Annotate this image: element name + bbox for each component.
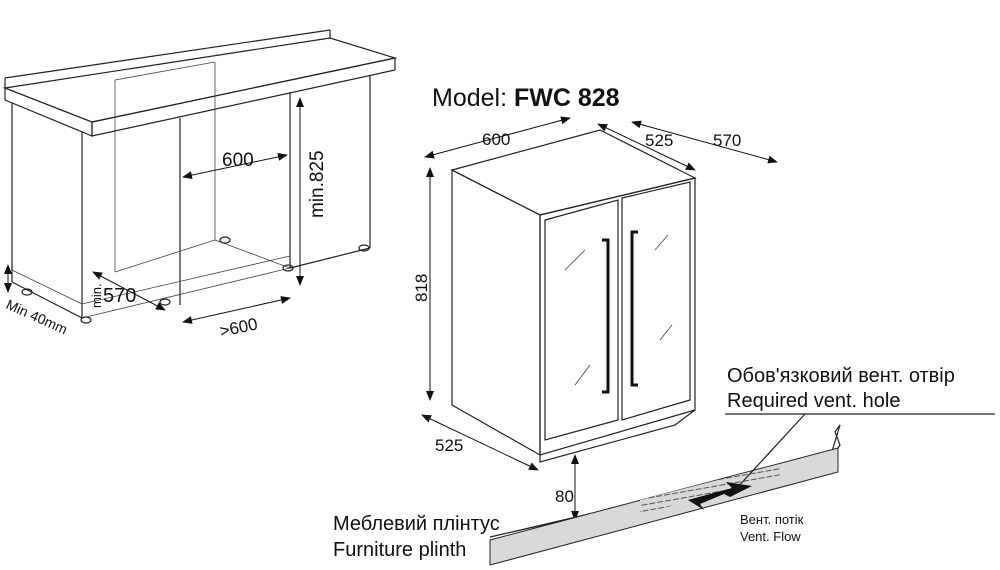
plinth-label-en: Furniture plinth	[333, 539, 466, 561]
plinth-height-label: 80	[555, 487, 574, 506]
vent-flow-label-uk: Вент. потік	[740, 512, 804, 527]
vent-grille	[640, 464, 780, 514]
niche-width-label: 600	[222, 150, 254, 171]
furniture-plinth	[489, 424, 841, 566]
appliance-width-label: 600	[482, 130, 510, 149]
cabinet-feet	[21, 236, 370, 324]
kitchen-cabinet-niche	[2, 29, 398, 324]
vent-hole-label-uk: Обов'язковий вент. отвір	[727, 365, 955, 387]
niche-depth-label: 570	[103, 285, 136, 307]
appliance-total-depth-label: 570	[713, 131, 741, 150]
floor-clearance-label: Min 40mm	[4, 296, 70, 337]
left-door-handle	[602, 238, 610, 394]
appliance-body-depth-label: 525	[645, 131, 673, 150]
vent-hole-label-en: Required vent. hole	[727, 390, 900, 412]
left-door	[544, 199, 619, 441]
right-door	[621, 181, 691, 421]
vent-flow-label-en: Vent. Flow	[740, 529, 801, 544]
niche-side-gap-label: >600	[218, 314, 259, 341]
appliance-height-label: 818	[412, 274, 431, 302]
model-title: Model: FWC 828	[432, 84, 620, 112]
appliance-bottom-depth-label: 525	[435, 436, 463, 455]
niche-depth-prefix: min.	[89, 283, 104, 308]
right-door-handle	[630, 230, 638, 387]
wine-cooler	[421, 116, 778, 521]
plinth-label-uk: Меблевий плінтус	[333, 513, 500, 535]
niche-height-label: min.825	[307, 150, 328, 218]
